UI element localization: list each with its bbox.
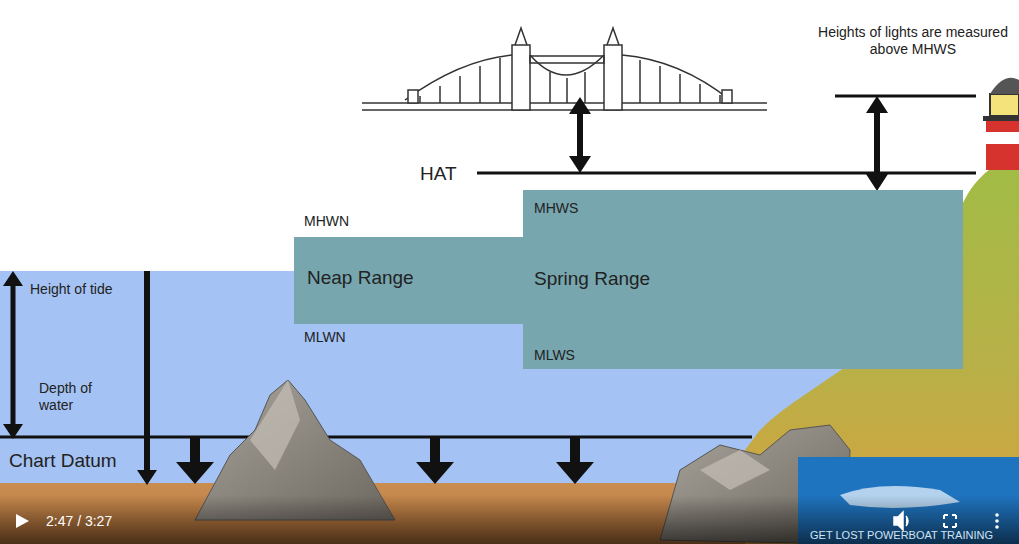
diagram-label: 2:47 / 3:27 [46, 513, 112, 530]
tide-level-label: MLWS [534, 347, 575, 363]
diagram-label: Depth of water [39, 380, 109, 414]
diagram-label: HAT [420, 163, 457, 186]
tide-level-label: MLWN [304, 329, 346, 345]
tide-level-label: MHWS [534, 200, 578, 216]
diagram-label: Height of tide [30, 281, 113, 298]
diagram-label: Heights of lights are measured above MHW… [818, 24, 1008, 58]
diagram-label: Chart Datum [9, 450, 117, 473]
range-label: Spring Range [534, 268, 650, 290]
spring-range-band: MHWS Spring RangeMLWS [523, 190, 963, 369]
tide-level-label: MHWN [304, 213, 349, 229]
diagram-label: GET LOST POWERBOAT TRAINING [810, 529, 993, 542]
neap-range-band: MHWNNeap RangeMLWN [294, 237, 523, 324]
range-label: Neap Range [307, 267, 414, 289]
